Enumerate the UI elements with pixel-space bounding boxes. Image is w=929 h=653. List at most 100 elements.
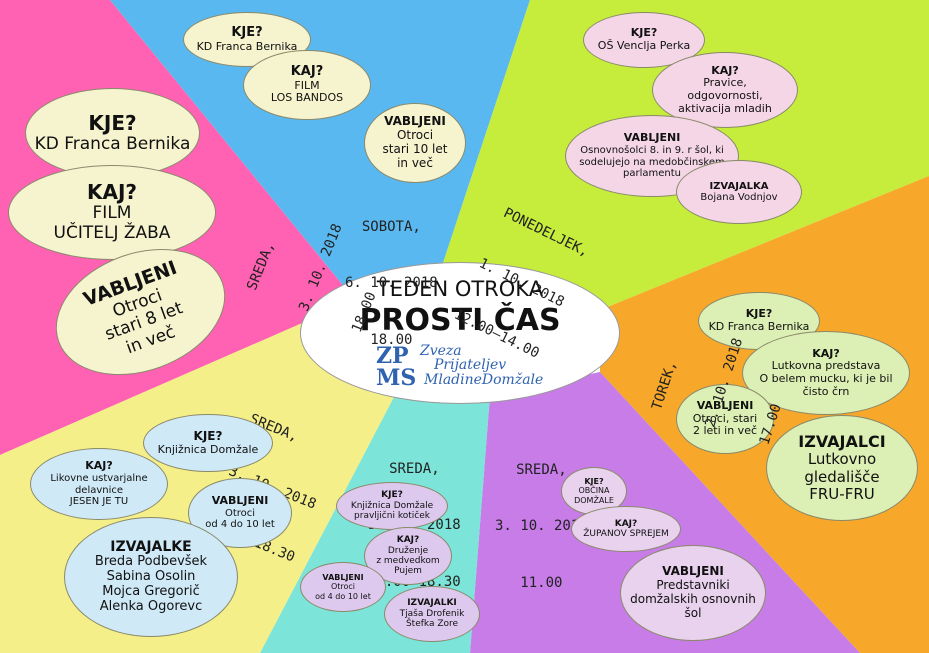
izvajalci-label: IZVAJALCI — [798, 431, 886, 451]
orange-date-day: TOREK, — [648, 358, 680, 412]
kje-value: Knjižnica Domžale — [157, 442, 259, 456]
vabljeni-value-2: stari 10 let — [382, 142, 448, 156]
kje-value: KD Franca Bernika — [196, 39, 298, 53]
vabljeni-value-1: Otroci — [224, 507, 256, 519]
mint-kje-bubble: KJE? Knjižnica Domžale pravljični kotiče… — [336, 482, 448, 530]
yellow-kje-bubble: KJE? Knjižnica Domžale — [143, 414, 273, 472]
kje-value-2: DOMŽALE — [574, 495, 614, 505]
logo-letters-bottom: MS — [376, 365, 417, 391]
vabljeni-value-1: Otroci — [396, 128, 434, 143]
vabljeni-value-3: šol — [684, 605, 702, 620]
kaj-label: KAJ? — [812, 346, 840, 360]
green-date-date: 1. 10. 2018 — [476, 255, 567, 311]
vabljeni-value-1: Osnovnošolci 8. in 9. r šol, ki — [580, 145, 724, 157]
kaj-value-2: z medvedkom — [376, 556, 440, 566]
kaj-label: KAJ? — [711, 63, 739, 77]
kaj-label: KAJ? — [86, 180, 138, 205]
pink-kaj-bubble: KAJ? FILM UČITELJ ŽABA — [8, 165, 216, 260]
mint-izvajalki-bubble: IZVAJALKI Tjaša Drofenik Štefka Zore — [384, 586, 480, 642]
orange-kaj-bubble: KAJ? Lutkovna predstava O belem mucku, k… — [742, 331, 910, 415]
kaj-value-1: FILM — [92, 203, 132, 224]
kaj-label: KAJ? — [614, 518, 638, 529]
blue-vabljeni-bubble: VABLJENI Otroci stari 10 let in več — [364, 103, 466, 183]
logo-word-3: MladineDomžale — [424, 372, 544, 388]
izvajalke-value-1: Breda Podbevšek — [94, 554, 208, 570]
vabljeni-value-1: Otroci, stari — [692, 411, 758, 425]
blue-date-date: 6. 10. 2018 — [345, 275, 438, 292]
vabljeni-label: VABLJENI — [623, 131, 681, 145]
kje-label: KJE? — [193, 428, 223, 443]
vabljeni-value-2: od 4 do 10 let — [315, 591, 371, 601]
vabljeni-value-2: sodelujejo na medobčinskem — [579, 156, 725, 168]
kje-value: OŠ Venclja Perka — [597, 39, 691, 52]
yellow-kaj-bubble: KAJ? Likovne ustvarjalne delavnice JESEN… — [30, 448, 168, 520]
vabljeni-label: VABLJENI — [696, 399, 754, 413]
pink-date-date: 3. 10. 2018 — [296, 221, 347, 314]
logo-word-2: Prijateljev — [434, 357, 507, 373]
orange-date-date: 2. 10. 2018 — [702, 336, 747, 430]
izvajalci-value-2: gledališče — [804, 467, 880, 486]
vabljeni-value-3: in več — [397, 155, 433, 170]
kaj-value-1: Druženje — [387, 545, 429, 556]
blue-wedge — [110, 0, 530, 300]
logo-letters-top: ZP — [376, 343, 409, 369]
kje-label: KJE? — [88, 110, 137, 135]
izvajalki-value-1: Tjaša Drofenik — [399, 608, 465, 619]
kaj-label: KAJ? — [85, 459, 113, 473]
kje-label: KJE? — [584, 477, 604, 487]
vabljeni-value-3: parlamentu — [623, 168, 681, 180]
kaj-label: KAJ? — [396, 535, 420, 546]
vabljeni-label: VABLJENI — [322, 573, 364, 583]
blue-date: SOBOTA, 6. 10. 2018 18.00 — [345, 180, 438, 388]
kaj-value-2: delavnice — [74, 484, 124, 496]
pink-date-day: SREDA, — [243, 239, 278, 293]
center-ellipse: TEDEN OTROKA PROSTI ČAS ZP MS Zveza Prij… — [300, 262, 620, 404]
green-kaj-bubble: KAJ? Pravice, odgovornosti, aktivacija m… — [652, 52, 798, 128]
green-kje-bubble: KJE? OŠ Venclja Perka — [583, 12, 705, 68]
purple-kaj-bubble: KAJ? ŽUPANOV SPREJEM — [571, 506, 681, 552]
kje-label: KJE? — [745, 307, 773, 321]
kaj-value-1: FILM — [294, 78, 320, 92]
orange-date-time: 17.00 — [756, 401, 785, 447]
vabljeni-label: VABLJENI — [384, 114, 446, 129]
kaj-value-2: LOS BANDOS — [270, 91, 344, 105]
kaj-value-2: O belem mucku, ki je bil — [759, 372, 893, 385]
blue-date-time: 18.00 — [370, 332, 413, 349]
izvajalke-value-2: Sabina Osolin — [106, 569, 196, 585]
kaj-value-2: UČITELJ ŽABA — [53, 223, 171, 243]
green-date-day: PONEDELJEK, — [500, 204, 592, 260]
logo-word-1: Zveza — [420, 343, 462, 359]
zpms-logo: ZP MS Zveza Prijateljev MladineDomžale — [376, 343, 566, 391]
green-date-time: 12.00–14.00 — [451, 306, 542, 362]
kje-value: KD Franca Bernika — [34, 133, 191, 154]
izvajalka-label: IZVAJALKA — [709, 180, 769, 192]
kaj-label: KAJ? — [290, 63, 324, 79]
izvajalke-value-3: Mojca Gregorič — [102, 584, 200, 600]
event-week-title: TEDEN OTROKA — [376, 277, 544, 301]
kje-value-2: pravljični kotiček — [354, 511, 430, 522]
izvajalki-value-2: Štefka Zore — [405, 619, 459, 630]
purple-vabljeni-bubble: VABLJENI Predstavniki domžalskih osnovni… — [620, 545, 766, 641]
kje-label: KJE? — [231, 24, 263, 40]
izvajalki-label: IZVAJALKI — [407, 598, 457, 609]
main-title: PROSTI ČAS — [359, 303, 561, 338]
vabljeni-value-1: Otroci — [330, 582, 356, 592]
izvajalci-value-3: FRU-FRU — [809, 484, 875, 503]
kaj-value-1: Lutkovna predstava — [771, 359, 881, 373]
kaj-value-2: odgovornosti, — [687, 89, 763, 102]
vabljeni-value-2: domžalskih osnovnih — [630, 592, 756, 606]
mint-date-day: SREDA, — [389, 460, 440, 477]
pink-kje-bubble: KJE? KD Franca Bernika — [25, 88, 200, 178]
kje-value-1: OBČINA — [578, 486, 610, 496]
vabljeni-value-2: od 4 do 10 let — [205, 519, 275, 531]
blue-kaj-bubble: KAJ? FILM LOS BANDOS — [243, 50, 371, 120]
blue-date-day: SOBOTA, — [361, 218, 421, 235]
vabljeni-value-2: 2 leti in več — [692, 424, 758, 438]
purple-date-time: 11.00 — [520, 575, 563, 592]
izvajalka-value: Bojana Vodnjov — [700, 192, 778, 203]
kaj-value-3: Pujem — [394, 566, 422, 577]
vabljeni-value-1: Predstavniki — [656, 578, 730, 593]
izvajalci-value-1: Lutkovno — [807, 450, 877, 469]
kje-value-1: Knjižnica Domžale — [350, 500, 434, 511]
